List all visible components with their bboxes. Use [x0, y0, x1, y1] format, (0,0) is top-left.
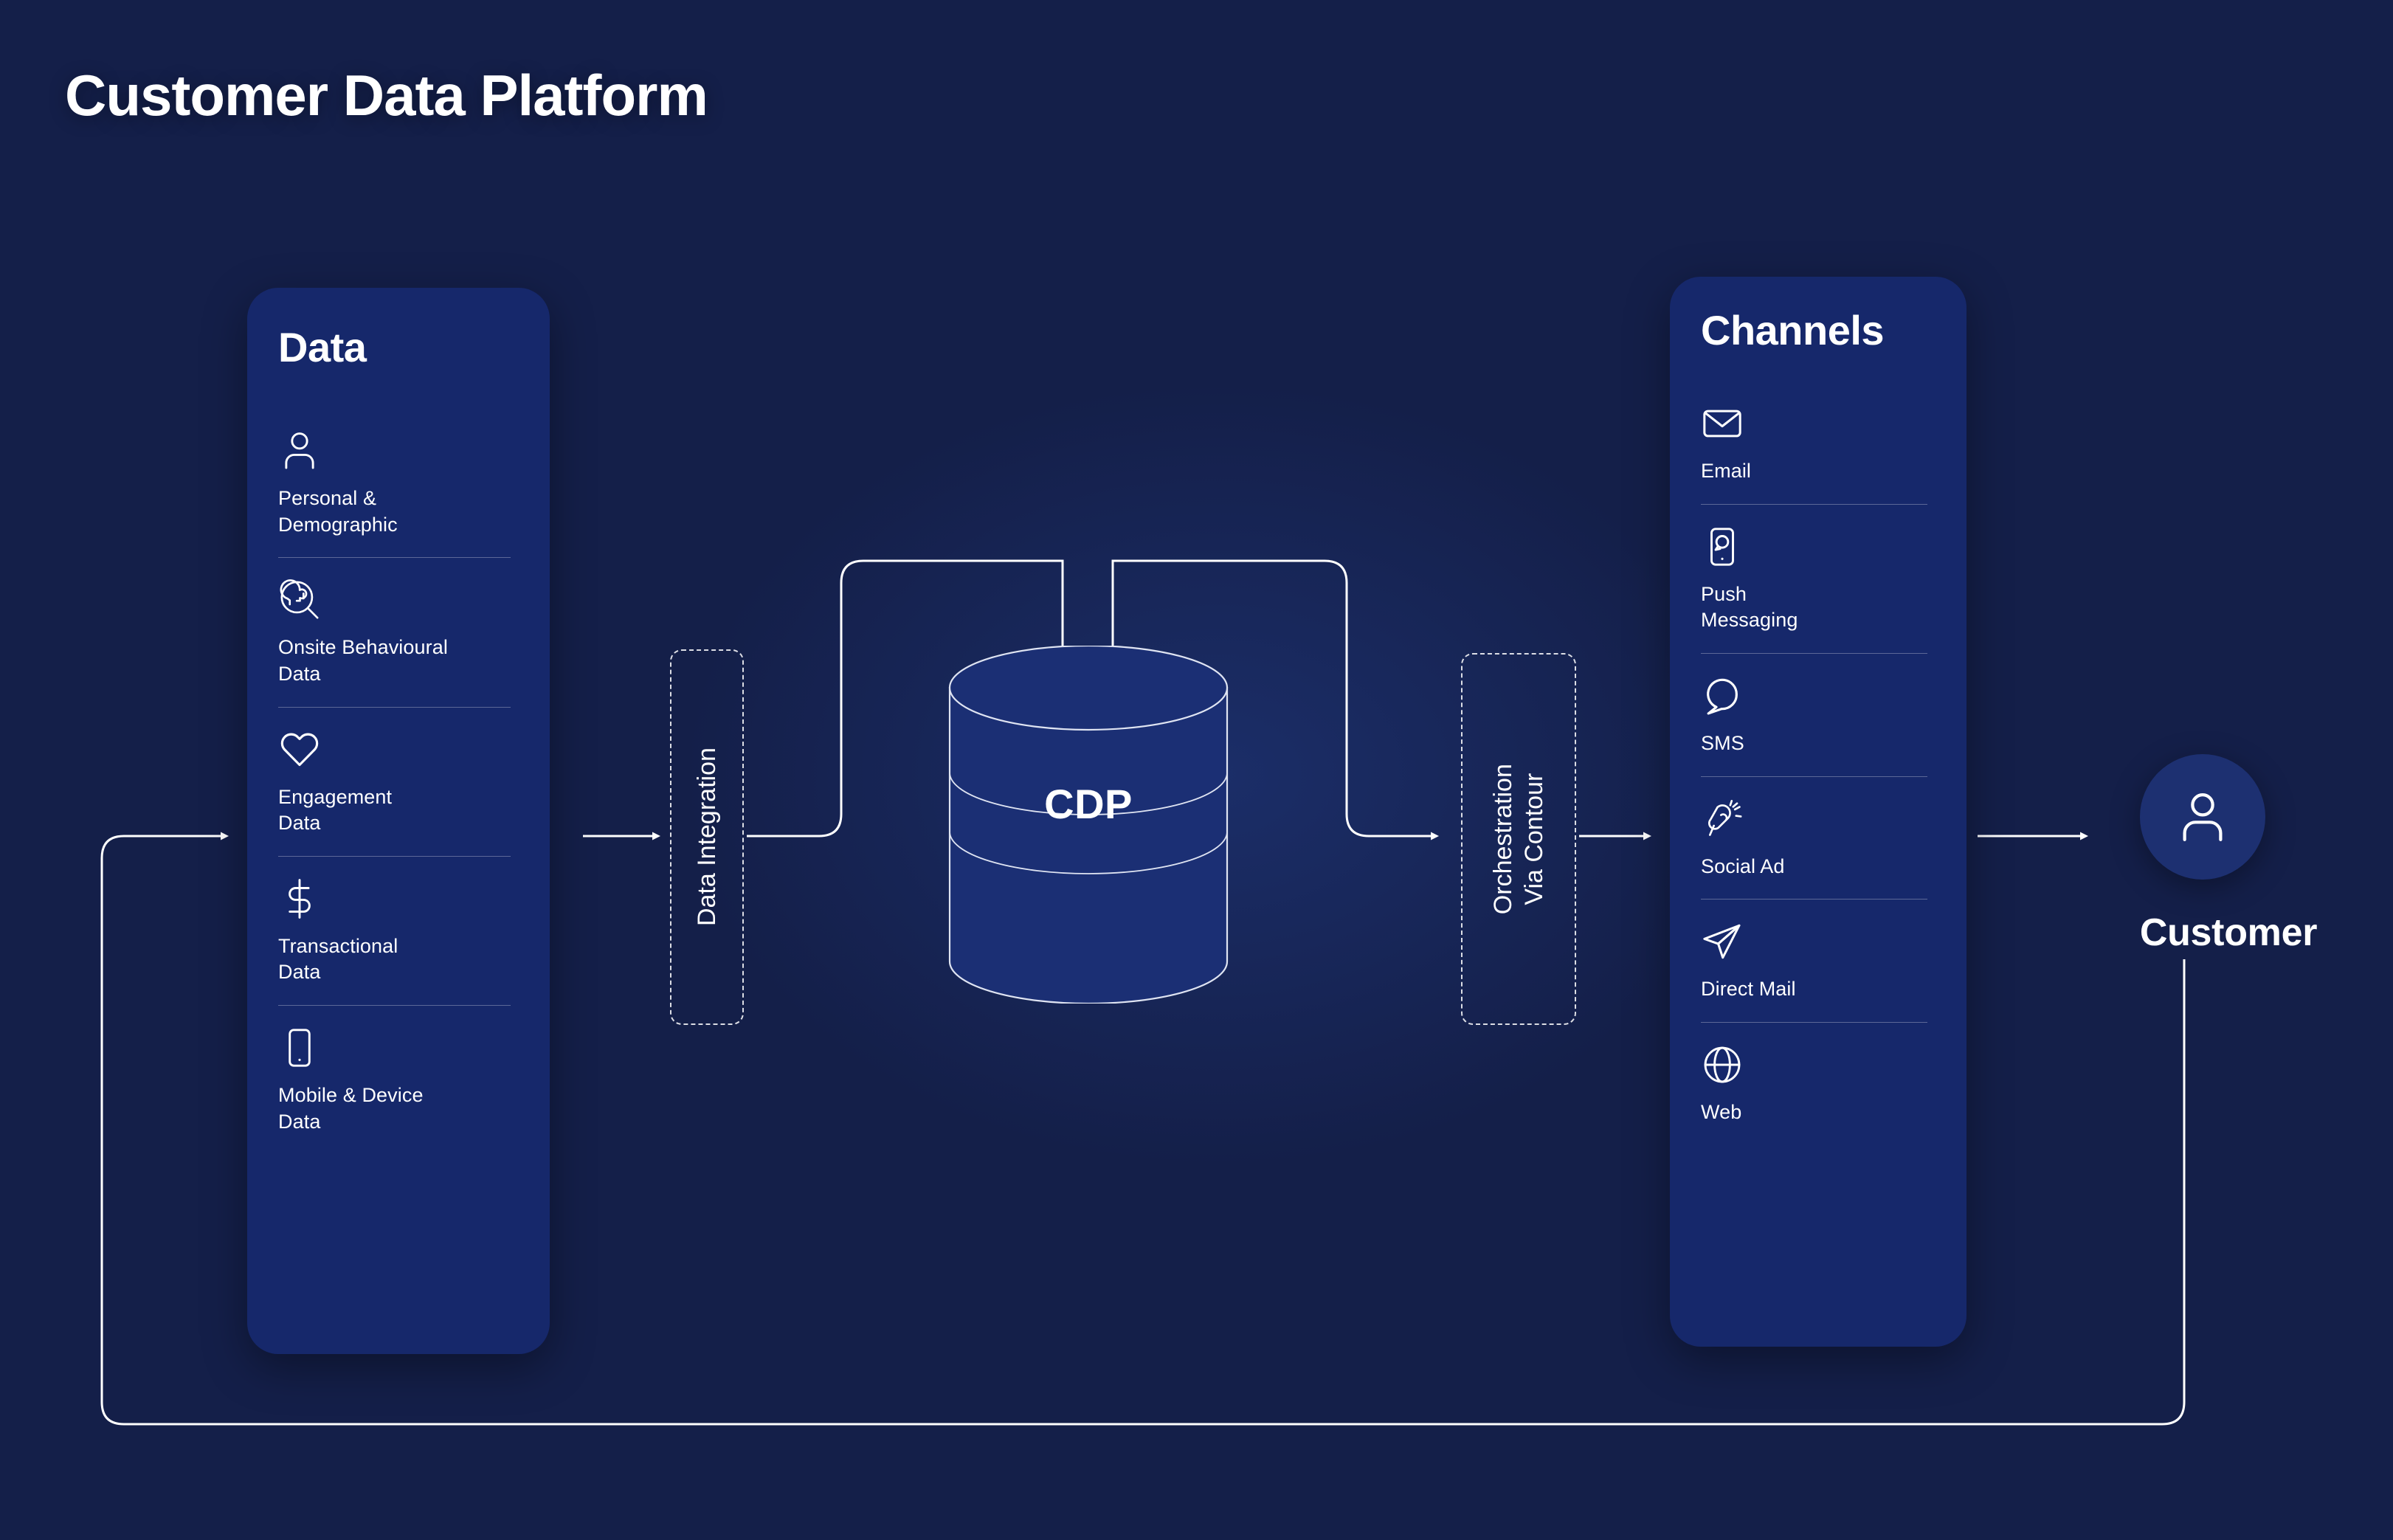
behavioural-search-icon — [278, 579, 520, 624]
data-item-label: Personal & Demographic — [278, 487, 398, 536]
data-item-engagement[interactable]: Engagement Data — [278, 728, 520, 857]
person-icon — [2183, 793, 2223, 841]
channel-item-label: Email — [1701, 460, 1752, 482]
channel-item-label: Social Ad — [1701, 854, 1785, 877]
channels-panel-title: Channels — [1701, 307, 1885, 353]
data-item-label: Engagement Data — [278, 785, 393, 835]
channel-item-label: Web — [1701, 1100, 1742, 1123]
divider — [1701, 899, 1928, 900]
divider — [278, 557, 511, 559]
channel-item-sms[interactable]: SMS — [1701, 674, 1937, 777]
globe-icon — [1701, 1043, 1937, 1089]
heart-icon — [278, 728, 520, 774]
channel-item-email[interactable]: Email — [1701, 402, 1937, 505]
channel-item-label: Push Messaging — [1701, 582, 1798, 632]
data-item-transactional[interactable]: Transactional Data — [278, 877, 520, 1006]
channels-panel: Channels Email — [1670, 277, 1966, 1347]
data-item-label: Mobile & Device Data — [278, 1084, 424, 1133]
channel-item-push-messaging[interactable]: Push Messaging — [1701, 525, 1937, 654]
data-item-label: Onsite Behavioural Data — [278, 636, 448, 685]
data-panel: Data Personal & Demographic — [247, 288, 550, 1354]
data-item-label: Transactional Data — [278, 934, 398, 984]
megaphone-icon — [1701, 798, 1937, 843]
data-item-mobile-device[interactable]: Mobile & Device Data — [278, 1026, 520, 1135]
mobile-device-icon — [278, 1026, 520, 1072]
divider — [278, 855, 511, 857]
divider — [1701, 503, 1928, 505]
push-message-icon — [1701, 525, 1937, 571]
paper-plane-icon — [1701, 920, 1937, 966]
channels-item-list: Email Push Messaging — [1701, 402, 1937, 1125]
orchestration-box[interactable]: Orchestration Via Contour — [1461, 653, 1576, 1025]
customer-label: Customer — [2139, 911, 2318, 954]
divider — [1701, 652, 1928, 654]
channel-item-label: SMS — [1701, 731, 1744, 754]
data-integration-box[interactable]: Data Integration — [670, 649, 744, 1025]
channel-item-social-ad[interactable]: Social Ad — [1701, 798, 1937, 900]
cylinder-shape — [948, 644, 1229, 1005]
data-item-list: Personal & Demographic Onsite Behavioura… — [278, 429, 520, 1135]
channel-item-direct-mail[interactable]: Direct Mail — [1701, 920, 1937, 1023]
data-panel-title: Data — [278, 324, 367, 370]
speech-bubble-icon — [1701, 674, 1937, 720]
person-icon — [278, 429, 520, 475]
data-item-personal-demographic[interactable]: Personal & Demographic — [278, 429, 520, 559]
cdp-label: CDP — [1044, 781, 1133, 827]
channel-item-label: Direct Mail — [1701, 978, 1796, 1001]
divider — [1701, 776, 1928, 777]
divider — [1701, 1021, 1928, 1023]
dollar-icon — [278, 877, 520, 923]
page-title: Customer Data Platform — [65, 63, 708, 128]
channel-item-web[interactable]: Web — [1701, 1043, 1937, 1126]
orchestration-label: Orchestration Via Contour — [1488, 763, 1548, 915]
envelope-icon — [1701, 402, 1937, 448]
divider — [278, 706, 511, 708]
avatar — [2140, 754, 2265, 880]
data-item-onsite-behavioural[interactable]: Onsite Behavioural Data — [278, 579, 520, 708]
divider — [278, 1005, 511, 1006]
data-integration-label: Data Integration — [692, 747, 721, 927]
cdp-database[interactable]: CDP — [948, 644, 1229, 1005]
